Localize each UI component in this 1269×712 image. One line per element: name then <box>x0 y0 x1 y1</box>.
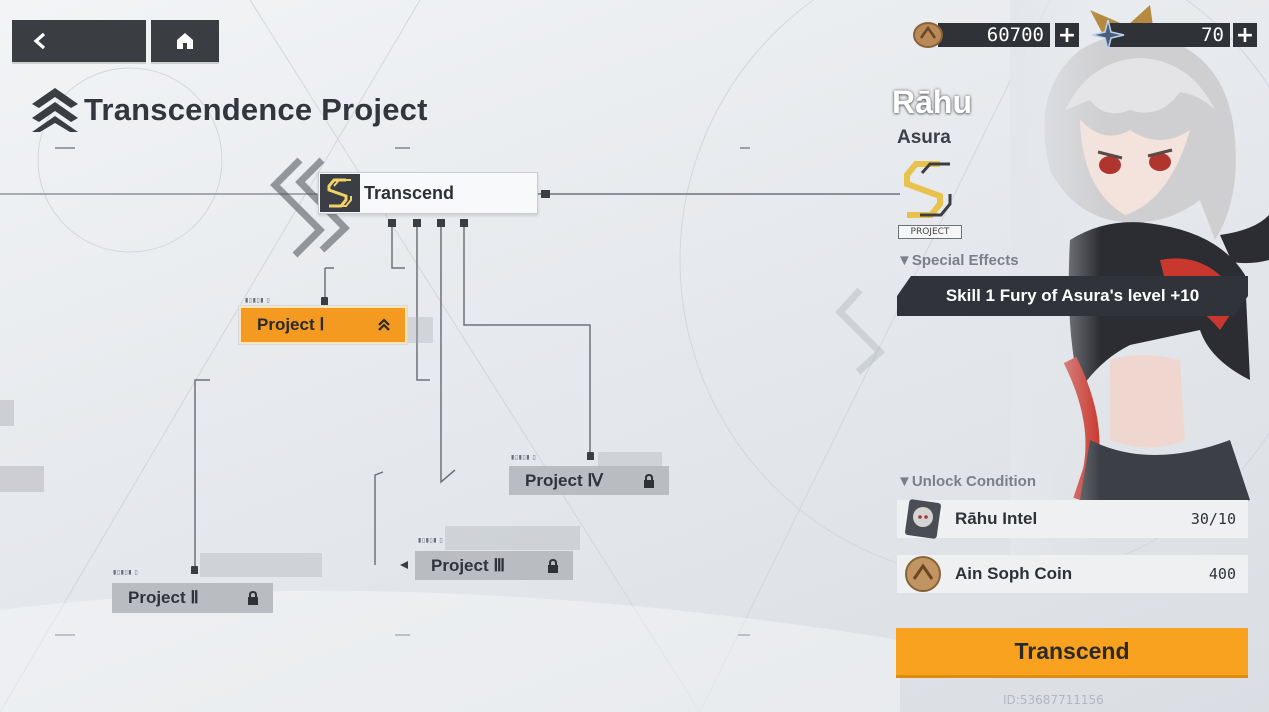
ain-soph-coin-icon <box>905 556 941 592</box>
project-label-badge: PROJECT <box>898 225 962 239</box>
node-shadow <box>200 553 322 577</box>
user-id: ID:53687711156 <box>1003 693 1104 707</box>
condition-row-coin[interactable]: Ain Soph Coin 400 <box>897 555 1248 593</box>
special-effects-heading: ▼Special Effects <box>897 252 1019 269</box>
back-button[interactable] <box>12 20 146 62</box>
project-tag: ▮▯▮▯▮ ▯ <box>418 537 444 544</box>
unlock-condition-heading: ▼Unlock Condition <box>897 473 1036 490</box>
transcend-s-icon <box>327 178 352 208</box>
project-node-2[interactable]: Project Ⅱ <box>112 583 273 613</box>
lock-icon <box>548 558 558 573</box>
project-node-label: Project Ⅰ <box>257 315 325 334</box>
add-crystal-button[interactable]: + <box>1233 23 1257 48</box>
node-shadow <box>598 452 662 466</box>
project-node-label: Project Ⅳ <box>525 470 604 490</box>
double-chevron-up-icon <box>378 318 390 331</box>
project-node-1[interactable]: Project Ⅰ <box>239 306 407 344</box>
node-shadow <box>445 526 580 550</box>
coin-counter: 60700 <box>938 23 1050 47</box>
home-icon <box>177 33 193 49</box>
condition-name: Ain Soph Coin <box>955 564 1073 583</box>
project-node-3[interactable]: Project Ⅲ <box>415 551 573 580</box>
project-tag: ▮▯▮▯▮ ▯ <box>245 297 271 304</box>
star-crystal-icon <box>1091 19 1125 51</box>
ain-soph-coin-icon <box>913 22 943 48</box>
chevron-left-icon <box>33 32 46 50</box>
project-tag: ▮▯▮▯▮ ▯ <box>511 454 537 461</box>
character-name: Rāhu <box>892 84 972 120</box>
page-title: Transcendence Project <box>84 92 428 127</box>
crystal-amount: 70 <box>1201 24 1224 46</box>
lock-icon <box>644 473 654 488</box>
page-title-block: Transcendence Project <box>30 86 428 134</box>
lock-icon <box>248 591 258 605</box>
rank-chevrons-icon <box>32 88 78 132</box>
intel-card-icon <box>905 499 941 539</box>
condition-name: Rāhu Intel <box>955 509 1038 528</box>
home-button[interactable] <box>151 20 219 62</box>
special-effect-bar: Skill 1 Fury of Asura's level +10 <box>897 276 1248 316</box>
character-class: Asura <box>897 127 951 148</box>
project-tag: ▮▯▮▯▮ ▯ <box>113 569 139 576</box>
coin-amount: 60700 <box>986 24 1044 46</box>
add-coin-button[interactable]: + <box>1055 23 1079 48</box>
node-pin <box>191 566 198 574</box>
project-emblem-icon <box>904 161 952 218</box>
transcend-root-node[interactable]: Transcend <box>318 172 538 214</box>
condition-row-intel[interactable]: Rāhu Intel 30/10 <box>897 499 1248 539</box>
condition-value: 400 <box>1208 565 1236 583</box>
condition-value: 30/10 <box>1190 510 1236 528</box>
node-shadow <box>405 317 433 343</box>
crystal-counter: 70 <box>1108 23 1230 47</box>
project-node-label: Project Ⅱ <box>128 588 199 607</box>
transcend-button[interactable]: Transcend <box>896 628 1248 678</box>
transcend-emblem <box>320 174 360 212</box>
node-pin <box>321 297 328 305</box>
node-pin <box>587 452 594 460</box>
project-node-label: Project Ⅲ <box>431 555 506 575</box>
project-node-4[interactable]: Project Ⅳ <box>509 466 669 495</box>
special-effect-text: Skill 1 Fury of Asura's level +10 <box>945 286 1200 305</box>
root-node-label: Transcend <box>364 182 455 203</box>
